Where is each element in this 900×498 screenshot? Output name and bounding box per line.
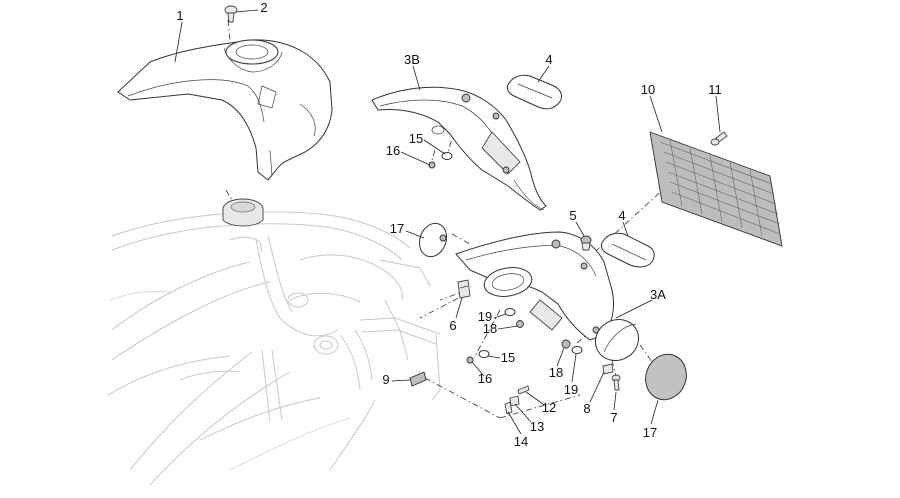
reflector-lower [600, 232, 655, 268]
callout-15-upper: 15 [409, 131, 423, 146]
bolt [580, 235, 592, 251]
callout-14: 14 [514, 434, 528, 449]
callout-17-left: 17 [390, 221, 404, 236]
screw-lamp [611, 374, 621, 391]
callout-1: 1 [176, 8, 183, 23]
callout-9: 9 [382, 372, 389, 387]
callout-5: 5 [569, 208, 576, 223]
callout-16-upper: 16 [386, 143, 400, 158]
callout-17-right: 17 [643, 425, 657, 440]
callout-18-right: 18 [549, 365, 563, 380]
callout-15-lower: 15 [501, 350, 515, 365]
pin-b [509, 395, 520, 407]
nut-right [561, 339, 571, 349]
callout-4-lower: 4 [618, 208, 625, 223]
callout-8: 8 [583, 401, 590, 416]
fuel-cap [222, 198, 264, 227]
callout-7: 7 [610, 410, 617, 425]
callout-3a: 3A [650, 287, 666, 302]
callout-18-left: 18 [483, 321, 497, 336]
nut-left [516, 320, 524, 328]
connector [409, 371, 427, 387]
washer-right [571, 346, 583, 354]
rear-light-lens [594, 318, 640, 362]
callout-10: 10 [641, 82, 655, 97]
leader-lines [174, 9, 721, 435]
callout-19-left: 19 [478, 309, 492, 324]
washer-upper [441, 152, 453, 160]
side-reflector-left [418, 222, 448, 258]
scooter-frame-ghost [107, 211, 441, 486]
callout-16-lower: 16 [478, 371, 492, 386]
reflector-upper [506, 74, 562, 110]
license-bracket-upper [371, 86, 547, 211]
spacer [602, 363, 614, 375]
callout-13: 13 [530, 419, 544, 434]
rear-cover [117, 39, 333, 181]
callout-4-upper: 4 [545, 52, 552, 67]
pin-c [504, 401, 513, 415]
screw-plate [710, 131, 728, 146]
clip [457, 279, 471, 299]
license-bracket-lower [455, 231, 615, 341]
callout-labels: 1 2 3B 4 15 16 10 11 17 5 4 3A 6 19 18 1… [176, 0, 721, 449]
license-plate-holder [649, 131, 783, 247]
pin-a [517, 385, 530, 395]
callout-3b: 3B [404, 52, 420, 67]
callout-12: 12 [542, 400, 556, 415]
nut-upper [428, 161, 436, 169]
screw-top [224, 5, 238, 23]
callout-11: 11 [708, 82, 722, 97]
callout-2: 2 [260, 0, 267, 15]
washer-lower [478, 350, 490, 358]
nut-lower [466, 356, 474, 364]
callout-19-right: 19 [564, 382, 578, 397]
side-reflector-right [645, 353, 687, 401]
washer-left [504, 308, 516, 316]
callout-6: 6 [449, 318, 456, 333]
